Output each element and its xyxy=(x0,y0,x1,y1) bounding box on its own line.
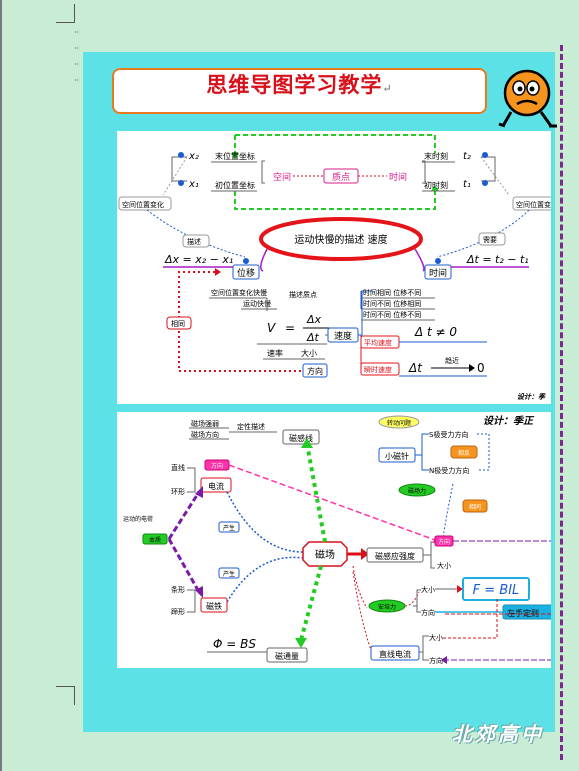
direction-label: 磁场方向 xyxy=(191,430,219,439)
inst-speed-node: 瞬时速度 xyxy=(364,365,392,374)
equals-sign: = xyxy=(285,321,295,335)
bar-label: 条形 xyxy=(171,585,185,594)
t1-label: t₁ xyxy=(463,179,471,190)
row-2: 时间不同 位移相同 xyxy=(363,299,421,308)
fraction-denominator: Δt xyxy=(306,331,320,344)
induction-node: 磁感应强度 xyxy=(375,551,415,561)
paragraph-mark: ·· xyxy=(74,60,80,69)
end-time-label: 末时刻 xyxy=(424,151,448,161)
start-time-label: 初时刻 xyxy=(424,180,448,190)
fraction-numerator: Δx xyxy=(306,313,322,326)
describe-tag: 描述 xyxy=(187,237,201,246)
straight-wire-node: 直线电流 xyxy=(379,649,411,659)
avg-speed-node: 平均速度 xyxy=(364,338,392,347)
field-line-node: 磁感线 xyxy=(289,433,313,443)
ampere-tag: 安培力 xyxy=(378,603,396,611)
same-tag: 相同 xyxy=(171,319,185,328)
direction-node: 方向 xyxy=(438,538,450,546)
row-1: 时间相同 位移不同 xyxy=(363,288,421,297)
time-node: 时间 xyxy=(429,267,447,279)
designer-credit: 设计：季 xyxy=(517,392,546,401)
space-change-speed: 空间位置变化快慢 xyxy=(211,288,267,297)
center-topic: 运动快慢的描述 速度 xyxy=(294,233,387,246)
strength-label: 磁场强弱 xyxy=(191,419,219,428)
designer-credit: 设计：季正 xyxy=(483,415,535,427)
velocity-node: 速度 xyxy=(334,330,352,342)
inst-right: 0 xyxy=(477,361,485,375)
produce-tag-2: 产生 xyxy=(223,570,235,578)
space-change-right: 空间位置变 xyxy=(516,200,551,209)
produce-tag-1: 产生 xyxy=(223,524,235,532)
worried-face-icon xyxy=(498,69,557,128)
n-pole-dir: N极受力方向 xyxy=(429,466,469,475)
rate-label: 速率 xyxy=(267,348,283,358)
rotate-problem: 转动问题 xyxy=(387,419,411,427)
describe-particle: 描述质点 xyxy=(289,290,317,299)
start-position-label: 初位置坐标 xyxy=(215,180,255,190)
essence-tag: 本质 xyxy=(149,536,161,544)
x1-label: x₁ xyxy=(188,179,199,190)
row-3: 时间不同 位移不同 xyxy=(363,310,421,319)
direction-node: 方向 xyxy=(307,366,323,376)
magnet-node: 磁铁 xyxy=(206,601,222,611)
dt-formula: Δt = t₂ − t₁ xyxy=(466,253,529,266)
inst-approach: 趋近 xyxy=(445,356,459,365)
ring-label: 环形 xyxy=(171,488,185,496)
watermark-logo: 北郊高中 xyxy=(452,722,544,746)
mind-map-velocity: x₂ 末位置坐标 x₁ 初位置坐标 空间 质点 时间 末时刻 t₂ 初时刻 t₁… xyxy=(117,131,551,404)
direction-label-3: 方向 xyxy=(429,656,443,665)
magnitude-label-2: 大小 xyxy=(421,585,435,594)
flux-node: 磁通量 xyxy=(275,651,299,661)
space-label: 空间 xyxy=(273,171,291,183)
dx-formula: Δx = x₂ − x₁ xyxy=(164,253,233,266)
magnitude-label-1: 大小 xyxy=(437,561,451,570)
paragraph-mark: ·· xyxy=(74,44,80,53)
crop-mark-top xyxy=(56,4,75,23)
s-pole-dir: S极受力方向 xyxy=(429,430,468,439)
qualitative-label: 定性描述 xyxy=(237,422,265,431)
same-tag: 相同 xyxy=(469,503,481,511)
moving-charge-label: 运动的电荷 xyxy=(123,515,153,523)
page-border-dashed xyxy=(560,45,563,760)
time-label: 时间 xyxy=(389,171,407,183)
current-node: 电流 xyxy=(208,481,224,491)
mind-map-magnetism: 设计：季正 磁场强弱 磁场方向 定性描述 磁感线 转动问题 小磁针 S极受力方向… xyxy=(117,412,551,668)
paragraph-mark: ·· xyxy=(74,28,80,37)
magnetic-force-tag: 磁场力 xyxy=(408,487,426,495)
inst-left: Δt xyxy=(408,361,423,375)
x2-label: x₂ xyxy=(188,151,199,162)
flux-formula: Φ = BS xyxy=(213,637,256,651)
t2-label: t₂ xyxy=(463,151,471,162)
small-needle-node: 小磁针 xyxy=(385,451,409,461)
v-symbol: V xyxy=(267,321,276,335)
direction-tag-1: 方向 xyxy=(211,462,223,470)
force-formula: F = BIL xyxy=(473,583,520,598)
end-position-label: 末位置坐标 xyxy=(215,151,255,161)
opposite-tag: 相反 xyxy=(458,449,470,457)
motion-speed: 运动快慢 xyxy=(243,299,271,308)
magnitude-label-3: 大小 xyxy=(429,633,443,642)
paragraph-return-mark: ↵ xyxy=(382,82,393,95)
straight-label: 直线 xyxy=(171,463,185,472)
field-node: 磁场 xyxy=(315,548,335,561)
page-title: 思维导图学习教学↵ xyxy=(206,72,393,97)
avg-formula: Δ t ≠ 0 xyxy=(414,325,457,339)
paragraph-mark: ·· xyxy=(74,76,80,85)
crop-mark-bottom xyxy=(56,686,75,705)
hoof-label: 蹄形 xyxy=(171,607,185,616)
need-tag: 需要 xyxy=(483,236,497,244)
page-left-edge xyxy=(0,0,2,771)
direction-label-2: 方向 xyxy=(421,608,435,617)
particle-node: 质点 xyxy=(332,171,350,183)
title-box: 思维导图学习教学↵ xyxy=(112,68,487,114)
displacement-node: 位移 xyxy=(237,267,255,279)
left-hand-rule: 左手定则 xyxy=(507,608,539,618)
space-change-left: 空间位置变化 xyxy=(122,200,164,209)
magnitude-label: 大小 xyxy=(301,348,317,358)
